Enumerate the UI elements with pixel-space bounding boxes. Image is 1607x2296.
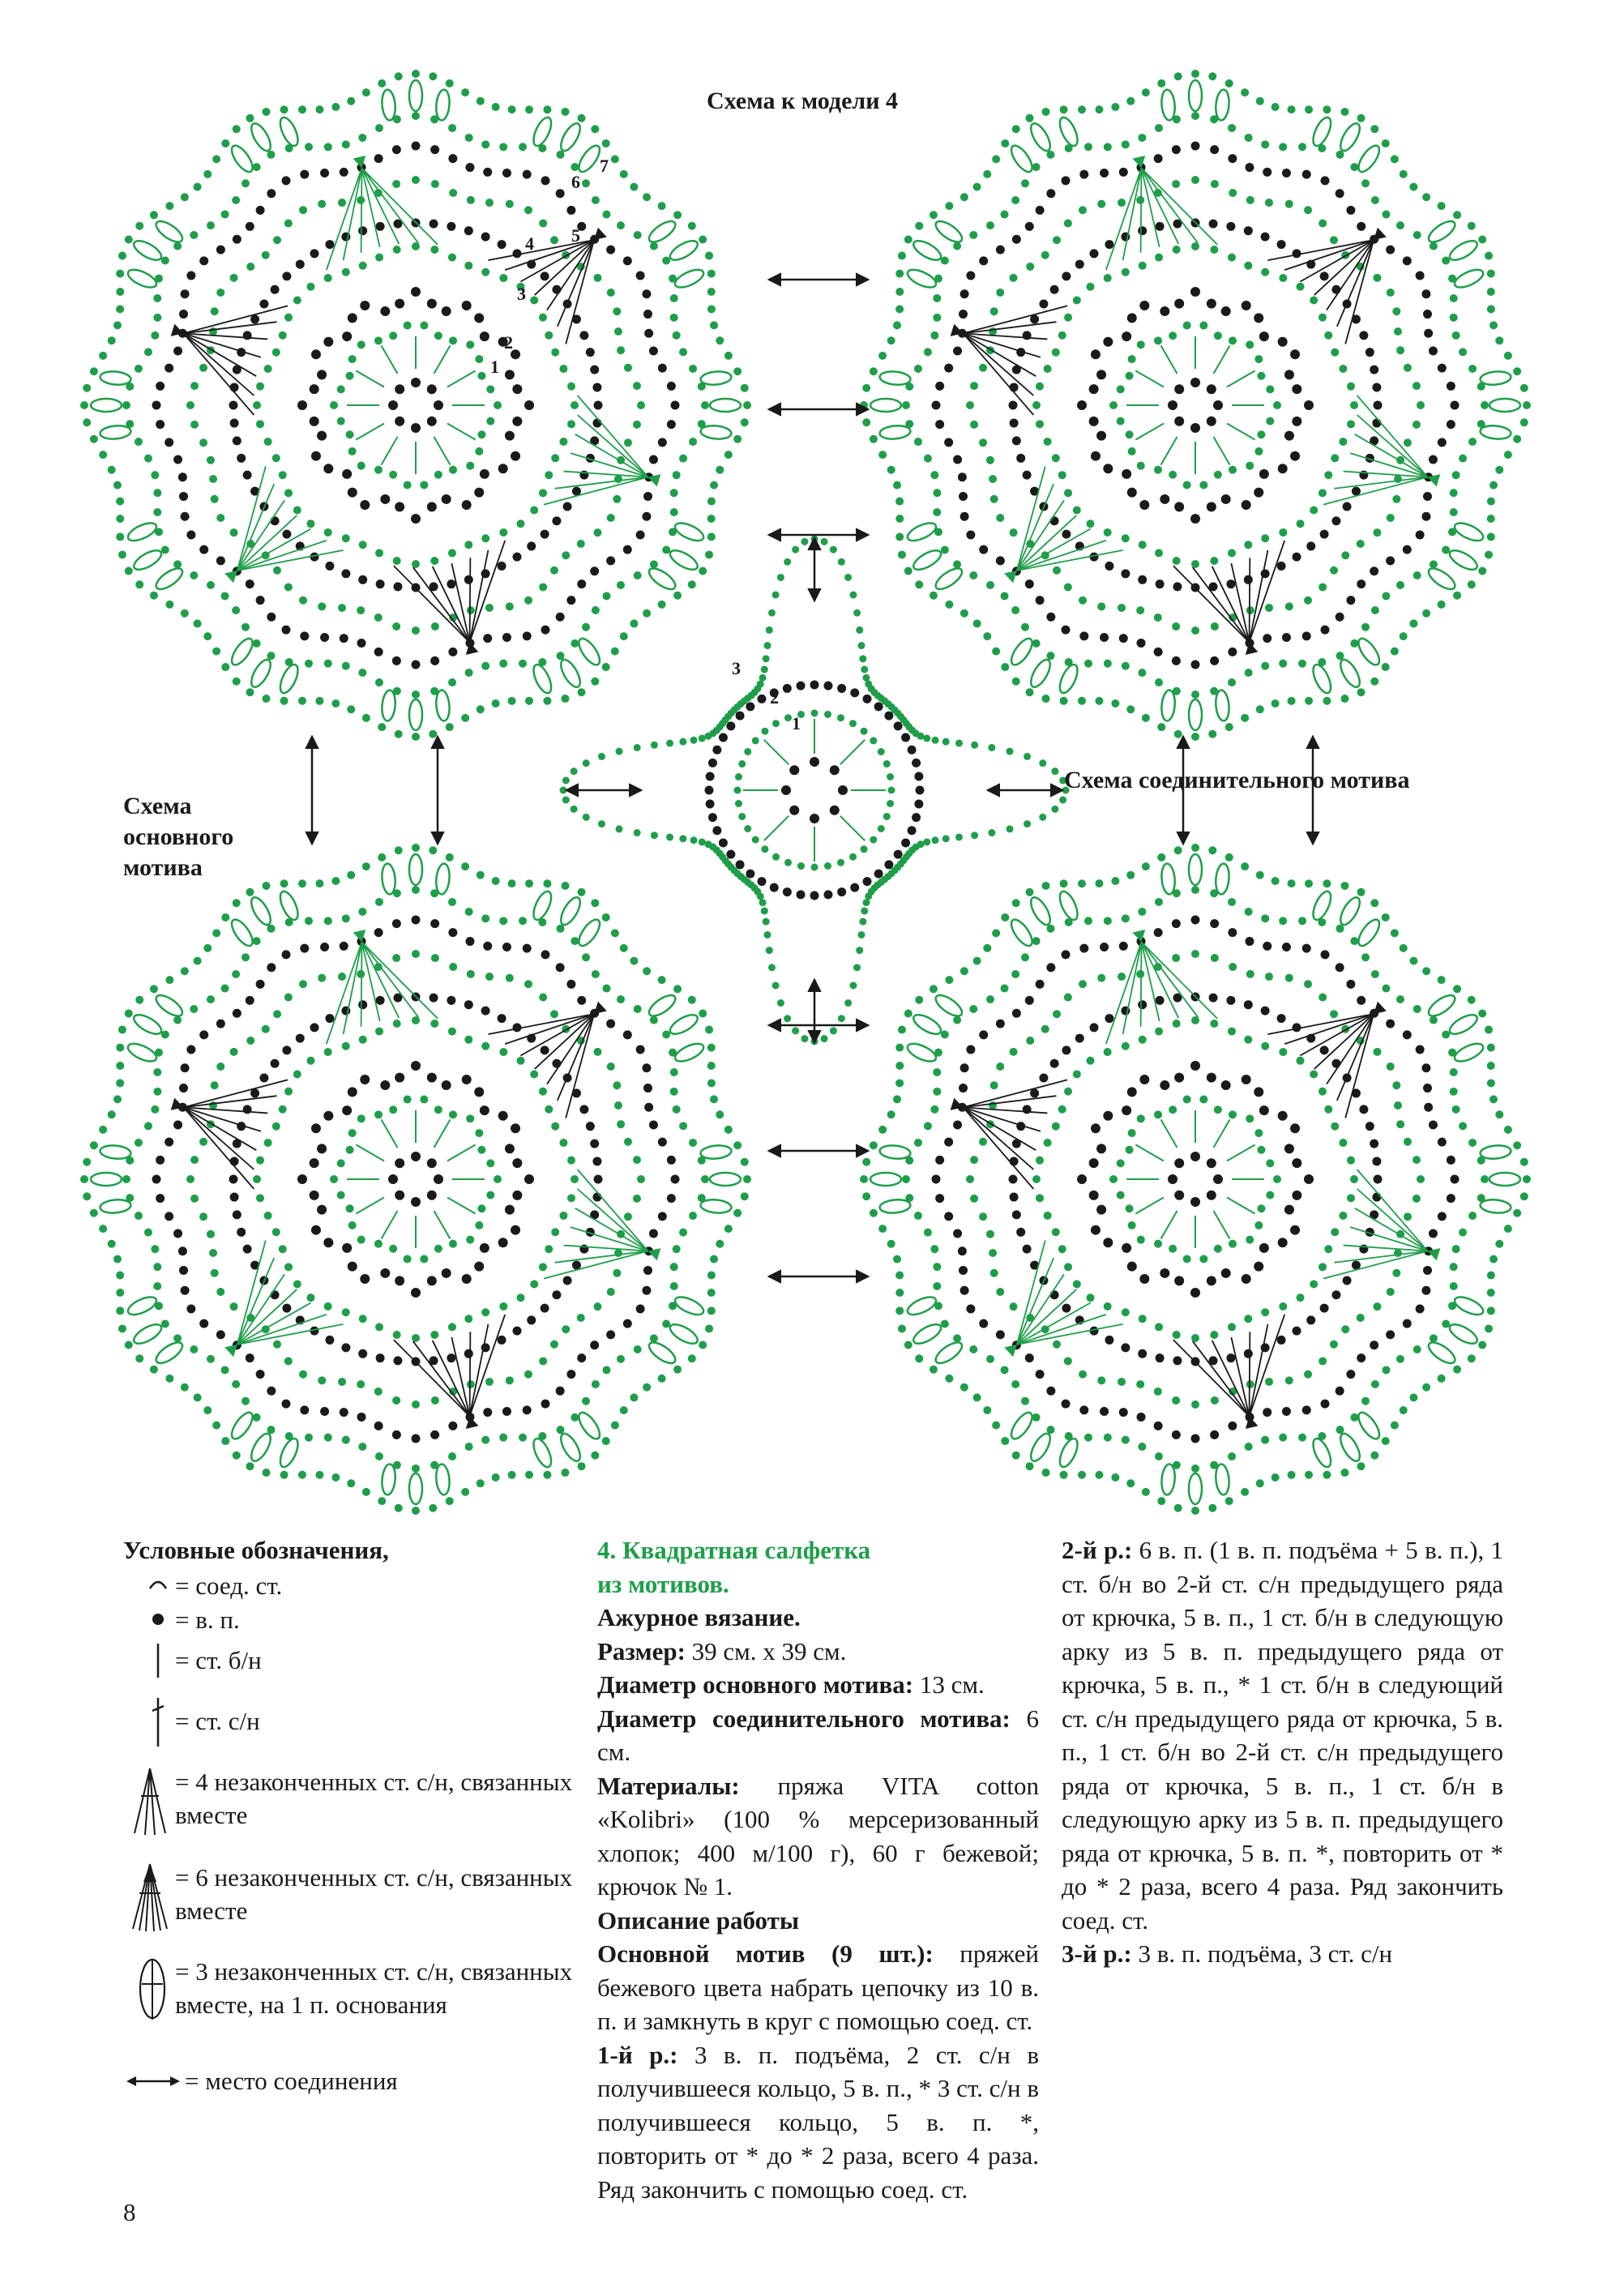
join-arrow-icon <box>123 2073 185 2089</box>
row-number: 1 <box>490 357 499 377</box>
row-number: 4 <box>525 233 534 254</box>
legend-item: = соед. ст. <box>123 1569 577 1603</box>
legend-item: = в. п. <box>123 1603 577 1637</box>
materials: Материалы: пряжа VITA cotton «Kolibri» (… <box>597 1769 1039 1904</box>
slip-stitch-icon <box>123 1569 175 1597</box>
main-motif-instructions: Основной мотив (9 шт.): пряжей бежевого … <box>597 1937 1039 2038</box>
article-column-1: 4. Квадратная салфетка из мотивов. Ажурн… <box>597 1533 1039 2206</box>
main-motif <box>80 844 751 1515</box>
page-number: 8 <box>123 2198 136 2227</box>
row-number: 7 <box>600 156 609 176</box>
six-dc-together-icon <box>123 1861 175 1934</box>
main-motif-label: Схема основного мотива <box>123 791 285 883</box>
legend-item: = 3 незаконченных ст. с/н, связанных вме… <box>123 1952 577 2064</box>
four-dc-together-icon <box>123 1765 175 1838</box>
legend-heading: Условные обозначения, <box>123 1533 577 1567</box>
row-1-instructions: 1-й р.: 3 в. п. подъёма, 2 ст. с/н в пол… <box>597 2038 1039 2207</box>
row-3-instructions: 3-й р.: 3 в. п. подъёма, 3 ст. с/н <box>1062 1937 1503 1971</box>
article-title: 4. Квадратная салфетка из мотивов. <box>597 1533 1039 1601</box>
main-motif <box>860 70 1531 741</box>
row-number: 3 <box>517 284 526 304</box>
legend-item: = 6 незаконченных ст. с/н, связанных вме… <box>123 1856 577 1952</box>
row-number: 5 <box>571 225 580 246</box>
row-number: 6 <box>571 172 580 192</box>
technique: Ажурное вязание. <box>597 1601 1039 1635</box>
connecting-diameter: Диаметр соединительного мотива: 6 см. <box>597 1702 1039 1769</box>
legend-item: = место соединения <box>123 2064 577 2098</box>
legend-item: = ст. б/н <box>123 1637 577 1684</box>
double-crochet-icon <box>123 1693 175 1750</box>
main-diameter: Диаметр основного мотива: 13 см. <box>597 1668 1039 1702</box>
row-number: 3 <box>732 658 741 678</box>
chain-stitch-icon <box>123 1603 175 1631</box>
legend: Условные обозначения, = соед. ст. = в. п… <box>123 1533 577 2098</box>
main-motif <box>860 844 1531 1515</box>
legend-item: = ст. с/н <box>123 1684 577 1759</box>
single-crochet-icon <box>123 1640 175 1681</box>
main-motif <box>80 70 751 741</box>
row-number: 2 <box>504 332 513 353</box>
row-number: 1 <box>792 713 801 733</box>
article-column-2: 2-й р.: 6 в. п. (1 в. п. подъёма + 5 в. … <box>1062 1533 1503 1971</box>
diagram-title: Схема к модели 4 <box>707 88 898 115</box>
size: Размер: 39 см. х 39 см. <box>597 1635 1039 1669</box>
row-2-instructions: 2-й р.: 6 в. п. (1 в. п. подъёма + 5 в. … <box>1062 1533 1503 1937</box>
three-dc-cluster-icon <box>123 1955 175 2024</box>
work-heading: Описание работы <box>597 1904 1039 1938</box>
row-number: 2 <box>770 687 779 708</box>
legend-item: = 4 незаконченных ст. с/н, связанных вме… <box>123 1759 577 1856</box>
connecting-motif-label: Схема соединительного мотива <box>1064 765 1410 796</box>
